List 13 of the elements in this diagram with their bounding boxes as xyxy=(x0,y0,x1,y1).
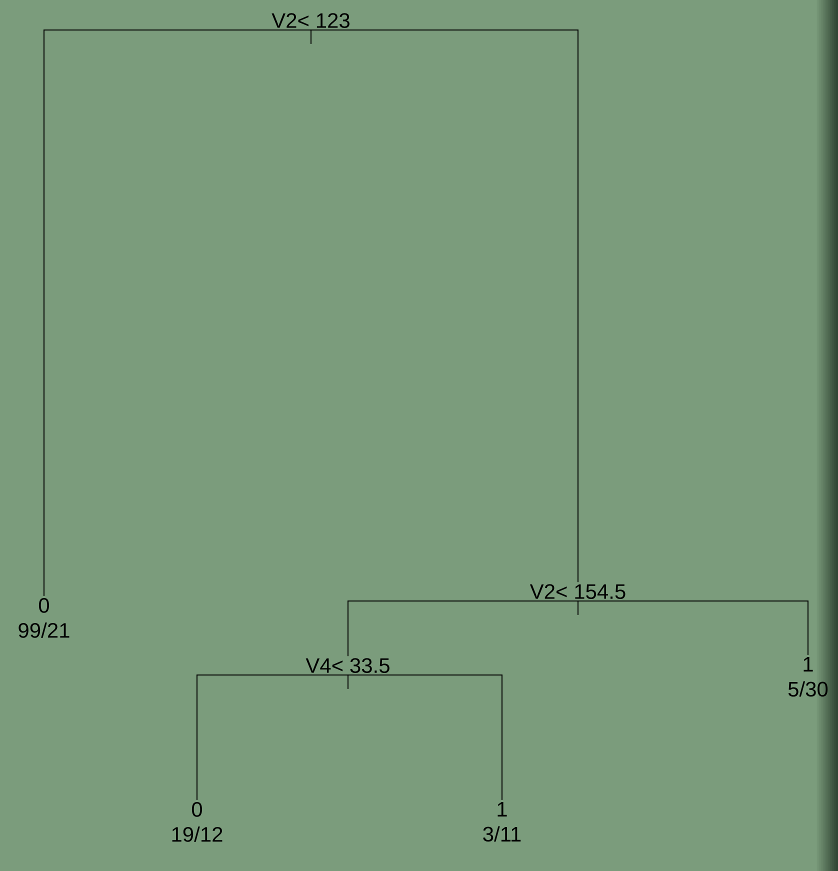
tree-branch xyxy=(196,674,348,800)
tree-branch xyxy=(578,600,808,656)
leaf-label: 1 3/11 xyxy=(483,802,521,842)
leaf-label: 0 99/21 xyxy=(18,598,70,638)
tree-branch xyxy=(348,674,502,800)
tree-branch xyxy=(44,30,312,596)
tree-branch xyxy=(310,30,578,583)
tree-branch xyxy=(348,600,578,657)
split-label: V2< 154.5 xyxy=(530,584,626,599)
split-label: V4< 33.5 xyxy=(306,658,390,673)
leaf-label: 1 5/30 xyxy=(788,657,828,697)
leaf-label: 0 19/12 xyxy=(172,802,222,842)
split-label: V2< 123 xyxy=(272,13,350,28)
